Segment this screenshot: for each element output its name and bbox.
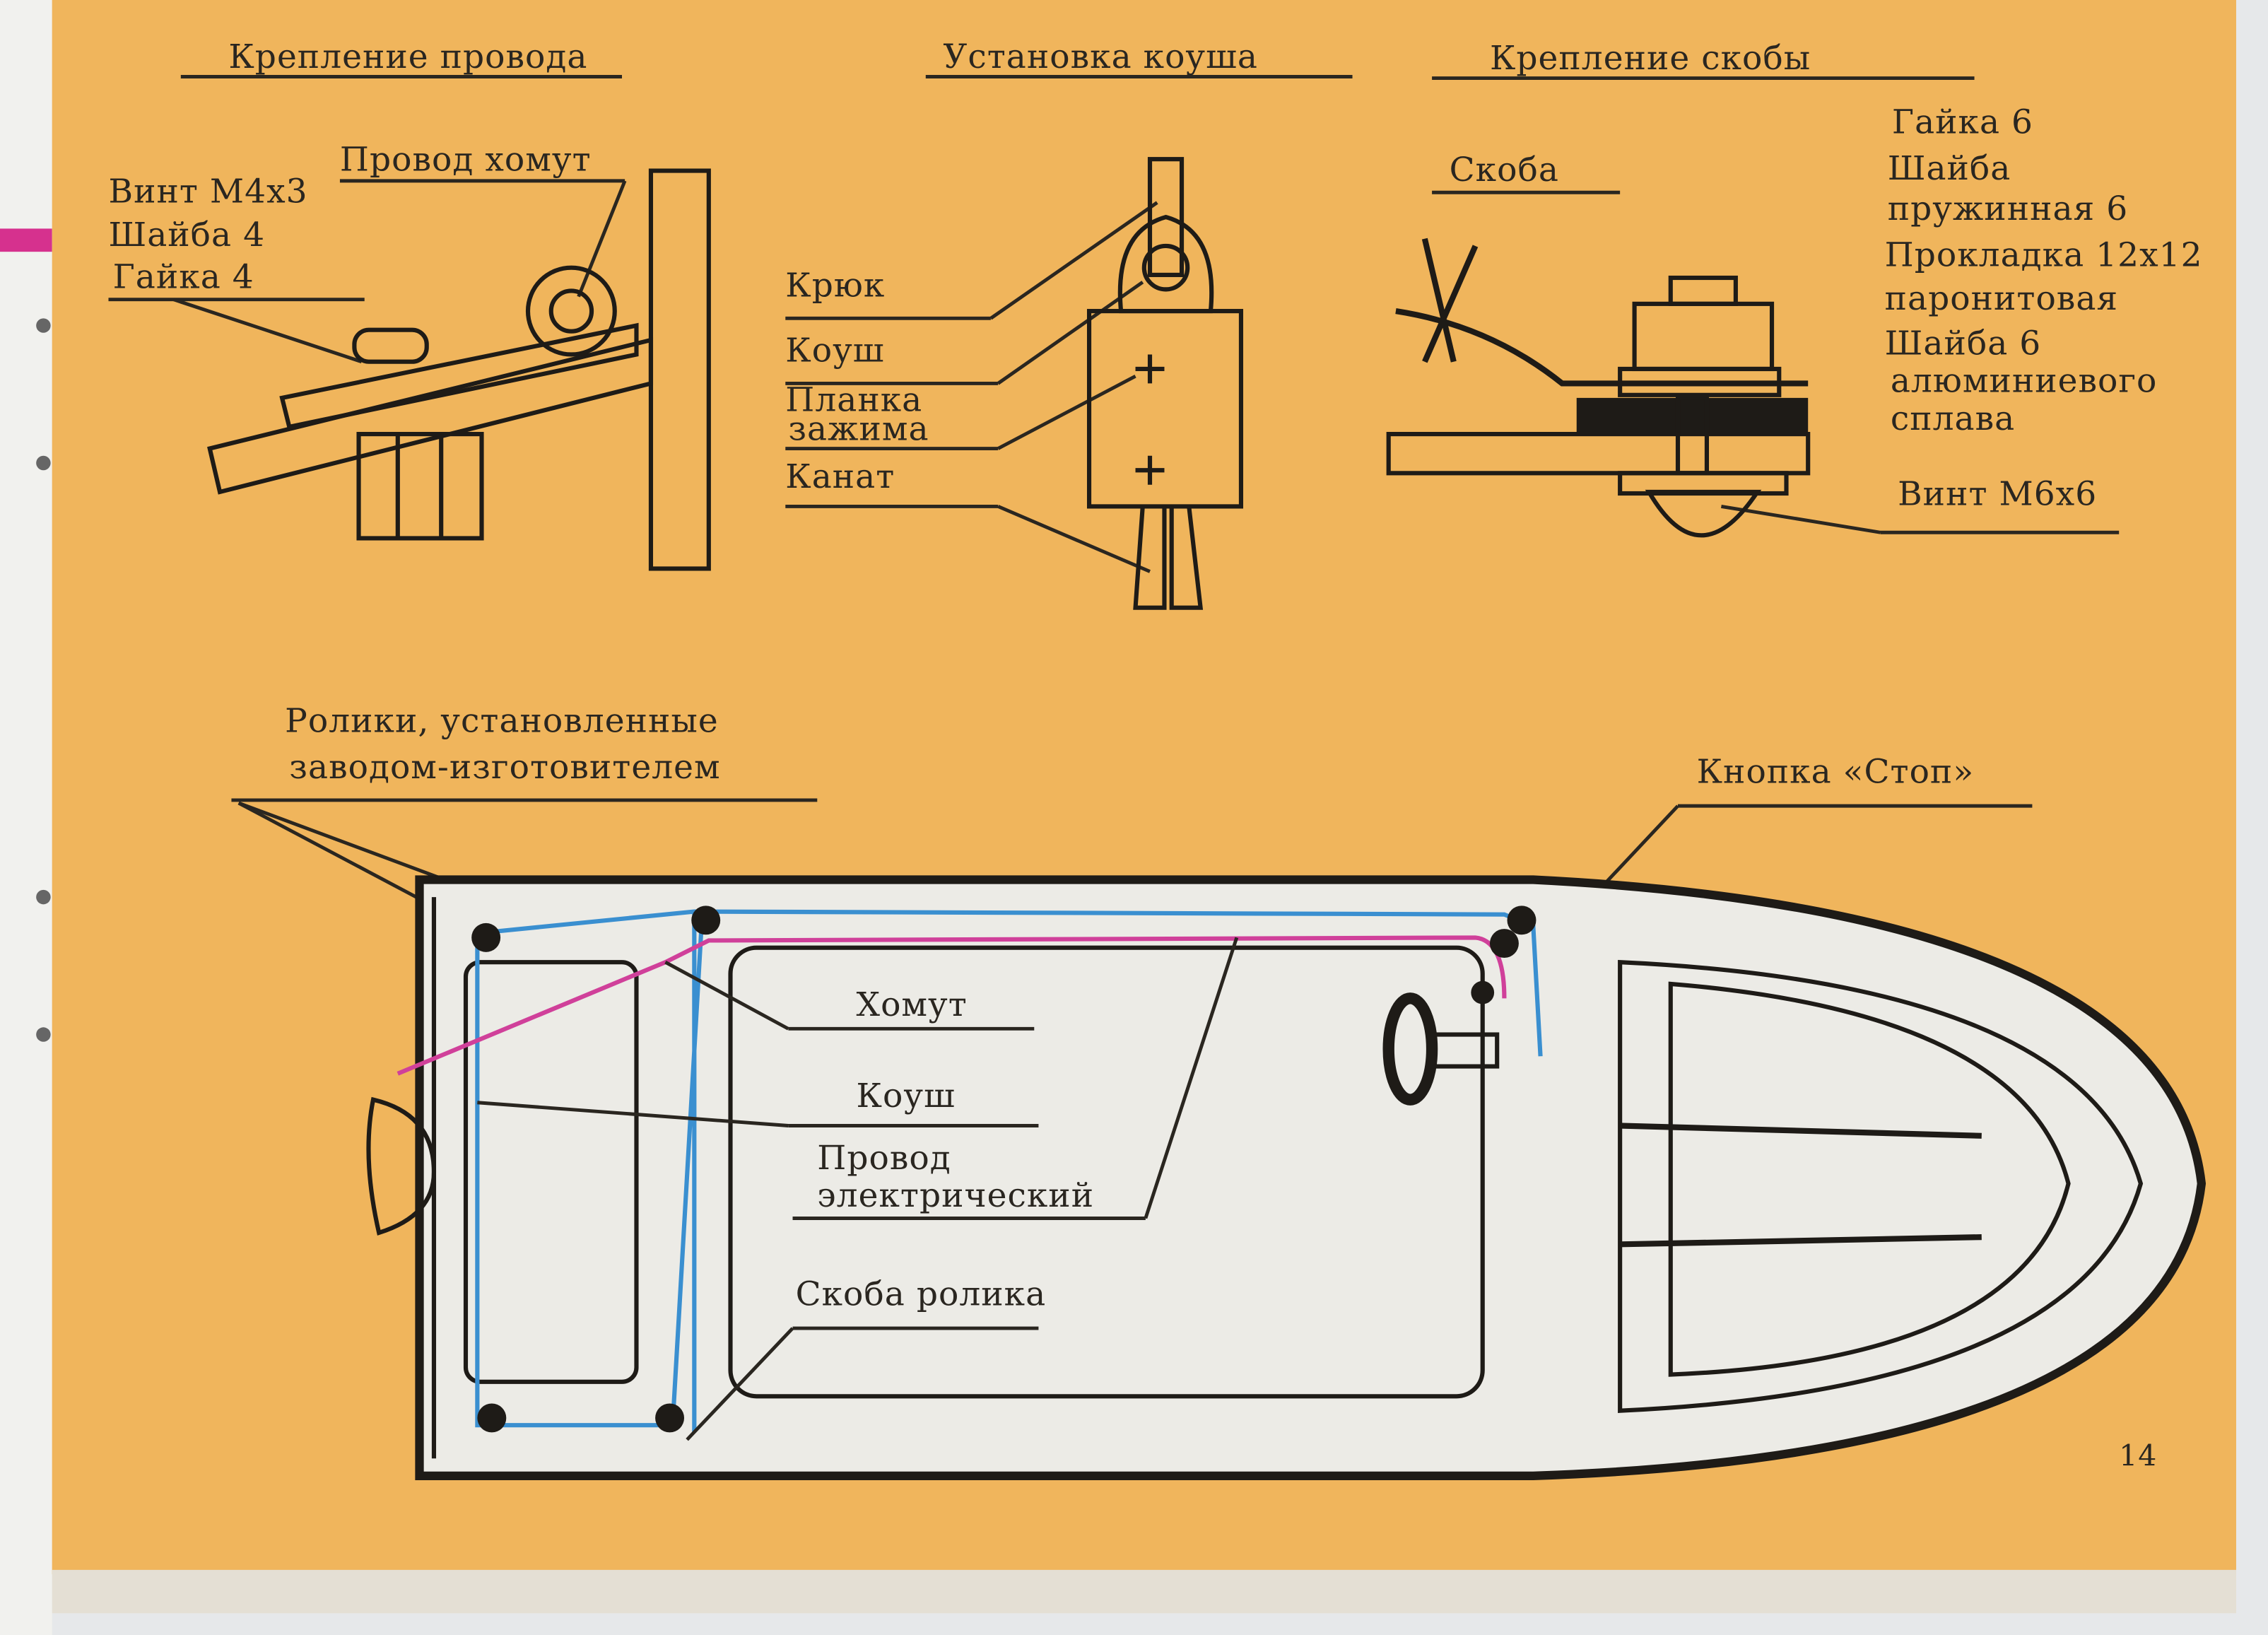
rollers xyxy=(471,906,1537,1433)
wire-mount-section: Крепление провода Винт М4х3 Шайба 4 Гайк… xyxy=(108,37,711,571)
label-electric-wire-2: электрический xyxy=(817,1176,1094,1215)
page-number: 14 xyxy=(2119,1439,2157,1473)
label-thimble: Коуш xyxy=(785,332,884,370)
label-screw-m6: Винт М6х6 xyxy=(1898,474,2097,513)
part-spring-washer-2: пружинная 6 xyxy=(1888,189,2128,228)
part-al-washer-2: алюминиевого xyxy=(1891,362,2158,401)
binding-holes xyxy=(36,318,51,1042)
label-rope: Канат xyxy=(785,457,895,496)
label-clamp-plate-1: Планка xyxy=(785,380,922,419)
bracket-title: Крепление скобы xyxy=(1490,39,1811,78)
label-rollers-1: Ролики, установленные xyxy=(285,702,719,741)
label-bracket: Скоба xyxy=(1450,151,1559,189)
stern-motor-mount xyxy=(366,1096,437,1236)
label-screw-m4: Винт М4х3 xyxy=(108,172,307,211)
label-nut-4: Гайка 4 xyxy=(113,257,254,296)
part-gasket-1: Прокладка 12х12 xyxy=(1885,236,2203,275)
page-edge xyxy=(52,1569,2236,1614)
part-al-washer-1: Шайба 6 xyxy=(1885,324,2042,363)
blue-wire xyxy=(475,909,1543,1433)
boat-section: Ролики, установленные заводом-изготовите… xyxy=(231,702,2207,1480)
label-wire-clamp: Провод хомут xyxy=(340,141,592,180)
thimble-drawing xyxy=(1086,157,1244,610)
label-hook: Крюк xyxy=(785,266,885,305)
magenta-mark xyxy=(0,228,52,252)
label-clamp: Хомут xyxy=(857,985,968,1024)
bracket-section: Крепление скобы Скоба Гайка 6 Шайба пруж… xyxy=(1386,39,2203,538)
part-gasket-2: паронитовая xyxy=(1885,279,2118,318)
label-clamp-plate-2: зажима xyxy=(788,409,929,448)
part-spring-washer-1: Шайба xyxy=(1888,149,2011,188)
left-page-strip xyxy=(0,0,52,1635)
label-stop-button: Кнопка «Стоп» xyxy=(1697,752,1975,791)
label-boat-thimble: Коуш xyxy=(857,1077,956,1115)
label-roller-bracket: Скоба ролика xyxy=(796,1274,1047,1313)
wire-mount-title: Крепление провода xyxy=(228,37,587,76)
label-electric-wire-1: Провод xyxy=(817,1139,951,1178)
bow-deck xyxy=(1618,959,2144,1413)
cockpit xyxy=(728,945,1485,1399)
label-rollers-2: заводом-изготовителем xyxy=(289,748,720,787)
rear-compartment xyxy=(463,960,639,1384)
part-nut-6: Гайка 6 xyxy=(1892,102,2033,141)
thimble-title: Установка коуша xyxy=(943,37,1258,76)
part-al-washer-3: сплава xyxy=(1891,399,2015,438)
label-washer-4: Шайба 4 xyxy=(108,216,265,254)
wire-mount-drawing xyxy=(207,168,711,571)
bracket-drawing xyxy=(1386,238,1811,538)
thimble-section: Установка коуша Крюк Коуш Планка зажима … xyxy=(785,37,1353,610)
